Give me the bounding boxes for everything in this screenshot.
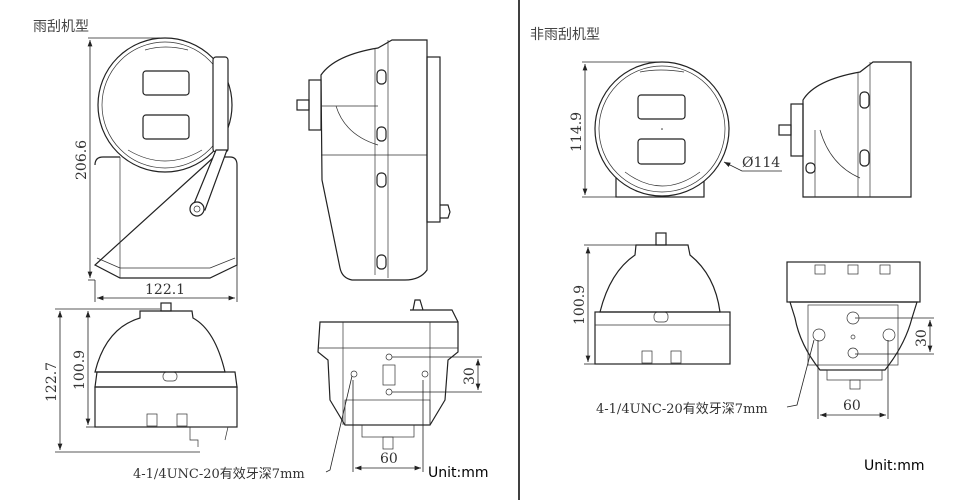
dim-100-9-right: 100.9: [572, 285, 588, 325]
dim-100-9: 100.9: [72, 350, 88, 390]
front-view: [594, 61, 730, 198]
dim-60-right: 60: [843, 398, 861, 414]
bottom-front-view: [594, 232, 731, 365]
dim-60-left: 60: [380, 451, 398, 467]
right-title: 非雨刮机型: [530, 27, 600, 43]
unit-label-left: Unit:mm: [428, 465, 489, 481]
side-view: [778, 61, 912, 198]
dim-122-1: 122.1: [145, 282, 185, 298]
wiper-front-view: [93, 37, 238, 279]
thread-note-right: 4-1/4UNC-20有效牙深7mm: [596, 402, 768, 417]
dim-diameter-114: Ø114: [742, 155, 780, 171]
wiper-bottom-side-view: [317, 299, 459, 450]
wiper-bottom-front-view: [94, 302, 238, 447]
thread-note-left: 4-1/4UNC-20有效牙深7mm: [133, 467, 305, 482]
dim-206-6: 206.6: [74, 140, 90, 180]
bottom-side-view: [786, 261, 921, 390]
dim-30-left: 30: [462, 367, 478, 385]
dim-122-7: 122.7: [44, 362, 60, 402]
left-title: 雨刮机型: [33, 19, 89, 35]
dim-30-right: 30: [914, 329, 930, 347]
wiper-side-view: [296, 39, 451, 281]
unit-label-right: Unit:mm: [864, 458, 925, 474]
dim-114-9: 114.9: [569, 112, 585, 152]
